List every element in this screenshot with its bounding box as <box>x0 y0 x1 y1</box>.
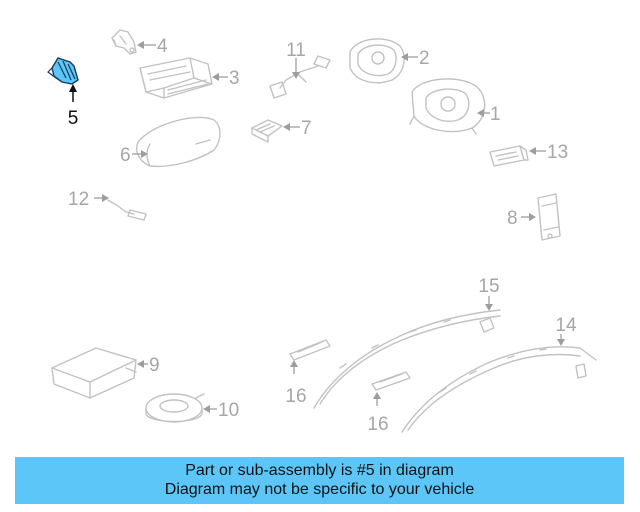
part-1-driver-airbag[interactable] <box>409 78 486 135</box>
callout-14[interactable]: 14 <box>555 315 577 336</box>
arrow-8 <box>529 213 536 221</box>
part-13-connector[interactable] <box>489 145 529 167</box>
part-5-bracket[interactable] <box>47 57 79 85</box>
part-16-clip-lower[interactable] <box>371 371 411 391</box>
callout-12[interactable]: 12 <box>68 189 89 210</box>
part-11-harness[interactable] <box>269 55 331 99</box>
banner-line-2: Diagram may not be specific to your vehi… <box>164 481 475 498</box>
arrow-14 <box>557 339 565 346</box>
arrow-1 <box>477 109 484 117</box>
arrow-5 <box>69 84 77 92</box>
part-9-diagnostic-module[interactable] <box>51 347 137 399</box>
callout-6[interactable]: 6 <box>120 145 131 166</box>
banner-line-1: Part or sub-assembly is #5 in diagram <box>185 462 454 479</box>
part-2-driver-airbag[interactable] <box>349 38 405 84</box>
part-15-curtain-airbag[interactable] <box>313 309 501 409</box>
callout-13[interactable]: 13 <box>547 142 568 163</box>
callout-5[interactable]: 5 <box>68 108 79 129</box>
part-3-passenger-airbag-module[interactable] <box>139 57 213 99</box>
part-6-airbag-cover[interactable] <box>136 116 221 168</box>
arrow-2 <box>401 53 408 61</box>
arrow-7 <box>283 123 290 131</box>
callout-8[interactable]: 8 <box>507 208 518 229</box>
part-8-control-module[interactable] <box>537 193 561 241</box>
arrow-9 <box>137 360 144 368</box>
part-14-curtain-airbag[interactable] <box>401 346 597 433</box>
info-banner: Part or sub-assembly is #5 in diagram Di… <box>15 457 624 504</box>
arrow-12 <box>102 194 109 202</box>
part-4-bracket[interactable] <box>111 29 137 55</box>
arrow-3 <box>212 73 219 81</box>
callout-16b[interactable]: 16 <box>367 414 388 435</box>
arrow-16b <box>373 392 381 399</box>
part-16-clip-upper[interactable] <box>289 339 331 361</box>
arrow-15 <box>485 304 493 311</box>
part-10-clockspring[interactable] <box>145 393 205 423</box>
callout-9[interactable]: 9 <box>149 355 160 376</box>
arrow-11 <box>292 72 300 79</box>
arrow-6 <box>141 150 148 158</box>
arrow-13 <box>529 147 536 155</box>
callout-7[interactable]: 7 <box>301 118 312 139</box>
callout-16a[interactable]: 16 <box>285 386 306 407</box>
part-7-sensor[interactable] <box>251 119 283 143</box>
callout-10[interactable]: 10 <box>218 400 239 421</box>
arrow-4 <box>137 41 144 49</box>
arrow-10 <box>203 405 210 413</box>
callout-2[interactable]: 2 <box>419 48 430 69</box>
callout-11[interactable]: 11 <box>286 40 306 61</box>
callout-3[interactable]: 3 <box>229 68 240 89</box>
callout-1[interactable]: 1 <box>490 104 501 125</box>
part-12-sensor-lead[interactable] <box>107 199 147 221</box>
callout-4[interactable]: 4 <box>157 36 168 57</box>
arrow-16a <box>290 360 298 367</box>
callout-15[interactable]: 15 <box>478 276 499 297</box>
